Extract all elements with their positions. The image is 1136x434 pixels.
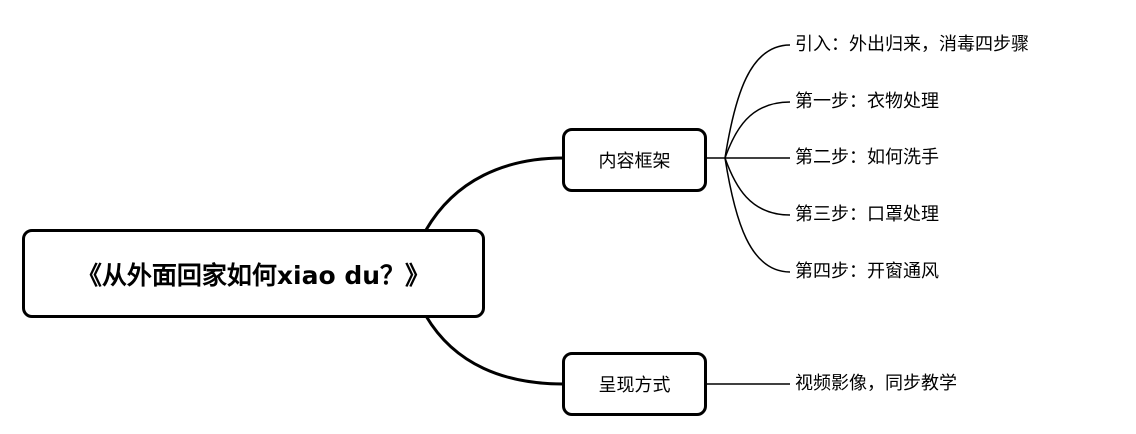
content-to-leaf-2-connector <box>724 101 791 159</box>
content-to-leaf-5-connector <box>724 157 791 273</box>
subtopic-step-1[interactable]: 第一步：衣物处理 <box>795 91 939 112</box>
root-topic[interactable]: 《从外面回家如何xiao du？》 <box>22 229 485 318</box>
branch-topic-content-framework[interactable]: 内容框架 <box>562 128 707 192</box>
branch-topic-label: 内容框架 <box>598 151 671 172</box>
subtopic-step-4[interactable]: 第四步：开窗通风 <box>795 261 939 282</box>
subtopic-step-3[interactable]: 第三步：口罩处理 <box>795 204 939 225</box>
subtopic-intro[interactable]: 引入：外出归来，消毒四步骤 <box>795 34 1029 55</box>
branch-topic-label: 呈现方式 <box>598 375 671 396</box>
content-to-leaf-1-connector <box>707 44 791 159</box>
subtopic-video[interactable]: 视频影像，同步教学 <box>795 373 957 394</box>
root-to-content-connector <box>424 156 564 231</box>
root-to-format-connector <box>424 315 564 386</box>
branch-topic-presentation-format[interactable]: 呈现方式 <box>562 352 707 416</box>
root-topic-label: 《从外面回家如何xiao du？》 <box>76 260 431 290</box>
subtopic-step-2[interactable]: 第二步：如何洗手 <box>795 147 939 168</box>
content-to-leaf-4-connector <box>724 157 791 216</box>
